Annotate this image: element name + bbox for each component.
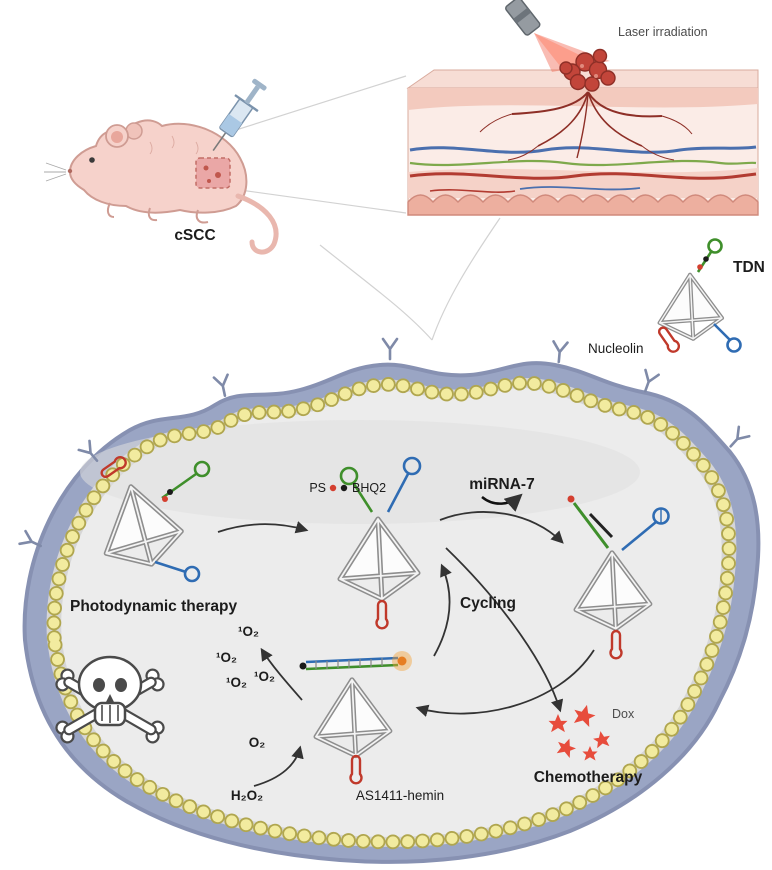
chemotherapy-label: Chemotherapy (534, 769, 643, 786)
tumor-patch-spots (203, 165, 221, 183)
released-green-strand (572, 502, 610, 549)
arrow-cycle-up (433, 563, 452, 657)
dox-label: Dox (612, 707, 635, 721)
tdn-complex (655, 238, 742, 356)
cycling-label: Cycling (460, 595, 516, 612)
singlet-oxygen-label: ¹O₂ (254, 669, 275, 684)
tdn-opened (567, 495, 670, 660)
mouse-fur-strokes (149, 135, 199, 155)
mirna-molecule-icon (481, 493, 523, 512)
tdn-as1411-hemin (299, 651, 412, 785)
duplex-blue-strand (305, 656, 399, 664)
activated-ps-dot (397, 656, 407, 666)
cytoplasm-shading (80, 420, 640, 524)
skull-eye (93, 678, 105, 692)
blue-hairpin-loop (652, 507, 670, 525)
blood-vessels-horizontal (409, 145, 757, 193)
duplex-rungs (315, 658, 383, 669)
mouse-illustration (44, 119, 279, 255)
green-hairpin-loop (339, 466, 359, 486)
syringe-liquid (219, 114, 243, 137)
skull-teeth (101, 705, 119, 723)
skin-tissue-block (406, 69, 759, 216)
bound-mirna-strand (588, 512, 614, 539)
arrow-mirna-response (439, 511, 564, 544)
ps-label: PS (309, 481, 326, 495)
arrow-h2o2-to-o2 (253, 745, 304, 787)
oxygen-label: O₂ (249, 735, 266, 750)
dermis-band (408, 168, 758, 198)
quencher-dot (299, 662, 307, 670)
process-arrows (217, 511, 595, 787)
singlet-oxygen-label: ¹O₂ (226, 675, 247, 690)
ps-dot (567, 495, 575, 503)
quencher-dot (167, 489, 173, 495)
tumor-mass (559, 48, 616, 92)
zoom-guide-lines (235, 75, 501, 341)
mouse-ear-inner (111, 131, 123, 143)
nucleolin-label: Nucleolin (588, 341, 644, 356)
syringe-plunger (244, 85, 260, 105)
as1411-hemin-label: AS1411-hemin (356, 788, 444, 803)
syringe-needle (212, 132, 227, 152)
skull-nose (106, 694, 114, 702)
arrow-to-chemotherapy (445, 547, 564, 713)
tdn-ps-dot (697, 264, 703, 270)
mouse-tail (235, 193, 279, 255)
tumor-vasculature (479, 91, 693, 161)
syringe-thumb-rest (252, 78, 267, 91)
duplex-green-strand (305, 663, 399, 671)
cell (22, 361, 761, 864)
tumor-patch (195, 157, 231, 189)
arrow-uptake-to-intact (217, 521, 309, 534)
blue-hairpin-loop (402, 456, 422, 476)
skull-eye (115, 678, 127, 692)
tdn-intact (94, 453, 211, 583)
mouse-whiskers (44, 162, 67, 182)
singlet-oxygen-label: ¹O₂ (216, 650, 237, 665)
tdn-label: TDN (733, 259, 765, 276)
ps-dot (329, 484, 337, 492)
singlet-oxygen-label: ¹O₂ (238, 624, 259, 639)
bhq2-label: BHQ2 (352, 481, 386, 495)
skull-crossbones-icon (55, 655, 165, 744)
cscc-label: cSCC (174, 227, 215, 244)
mouse-nose (67, 168, 73, 174)
tdn-blue-hairpin-loop (726, 337, 742, 353)
syringe-flange (234, 94, 259, 113)
arrow-o2-to-singlet (260, 647, 303, 701)
bhq2-dot (340, 484, 348, 492)
epidermis-band (408, 88, 758, 110)
hydrogen-peroxide-label: H₂O₂ (231, 788, 263, 803)
photodynamic-therapy-label: Photodynamic therapy (70, 598, 237, 615)
arrow-cycle-down (415, 649, 595, 717)
ps-dot (162, 496, 168, 502)
green-hairpin-loop (193, 460, 211, 478)
hypodermis-band (407, 194, 759, 216)
mirna7-label: miRNA-7 (469, 476, 534, 493)
mouse-eye (89, 157, 95, 163)
blue-hairpin-loop (183, 565, 201, 583)
tdn-green-hairpin-loop (707, 238, 723, 254)
syringe (212, 78, 267, 152)
tdn-quenched (329, 456, 422, 630)
mouse-legs (106, 202, 209, 224)
laser-irradiation-label: Laser irradiation (618, 25, 708, 39)
tdn-bhq2-dot (703, 256, 709, 262)
laser-device (505, 0, 541, 36)
